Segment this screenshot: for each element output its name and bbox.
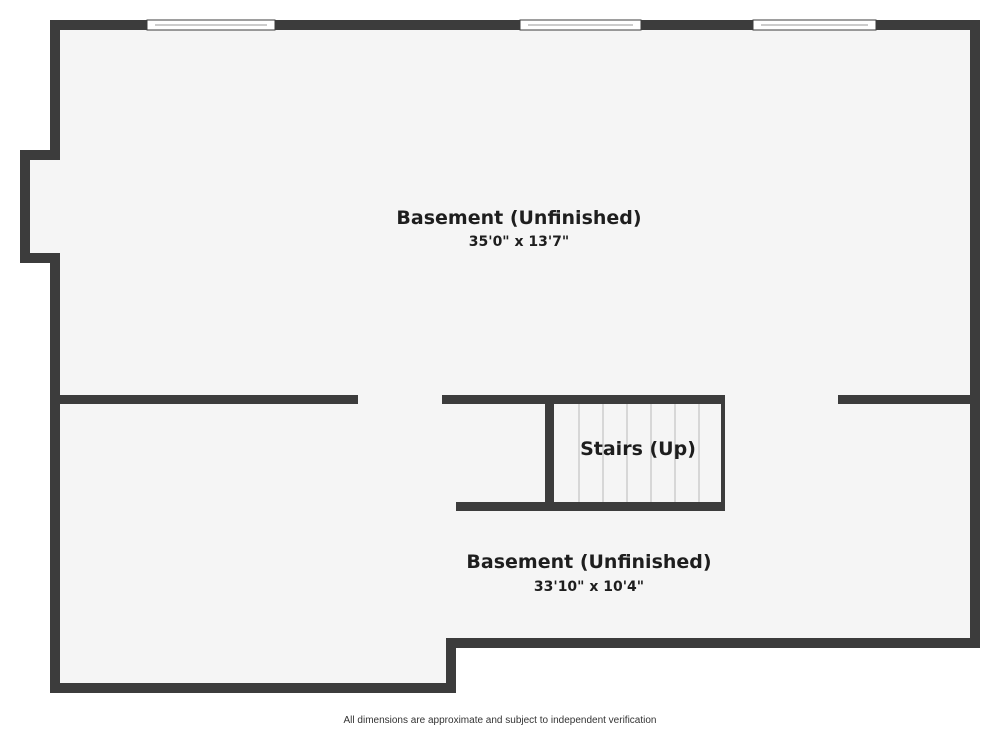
window <box>752 19 877 31</box>
disclaimer-text: All dimensions are approximate and subje… <box>343 715 657 726</box>
outer-walls <box>20 20 980 693</box>
stair-treads <box>578 404 700 502</box>
stairs <box>554 404 721 502</box>
window <box>519 19 642 31</box>
room-2-name: Basement (Unfinished) <box>466 551 711 573</box>
floor-area <box>25 25 975 688</box>
window <box>146 19 276 31</box>
stairs-label: Stairs (Up) <box>580 438 696 460</box>
room-1-name: Basement (Unfinished) <box>396 207 641 229</box>
windows <box>146 19 877 31</box>
room-2-dimensions: 33'10" x 10'4" <box>534 579 644 595</box>
interior-walls <box>55 395 975 511</box>
room-1-dimensions: 35'0" x 13'7" <box>469 234 569 250</box>
stair-area <box>554 404 721 502</box>
